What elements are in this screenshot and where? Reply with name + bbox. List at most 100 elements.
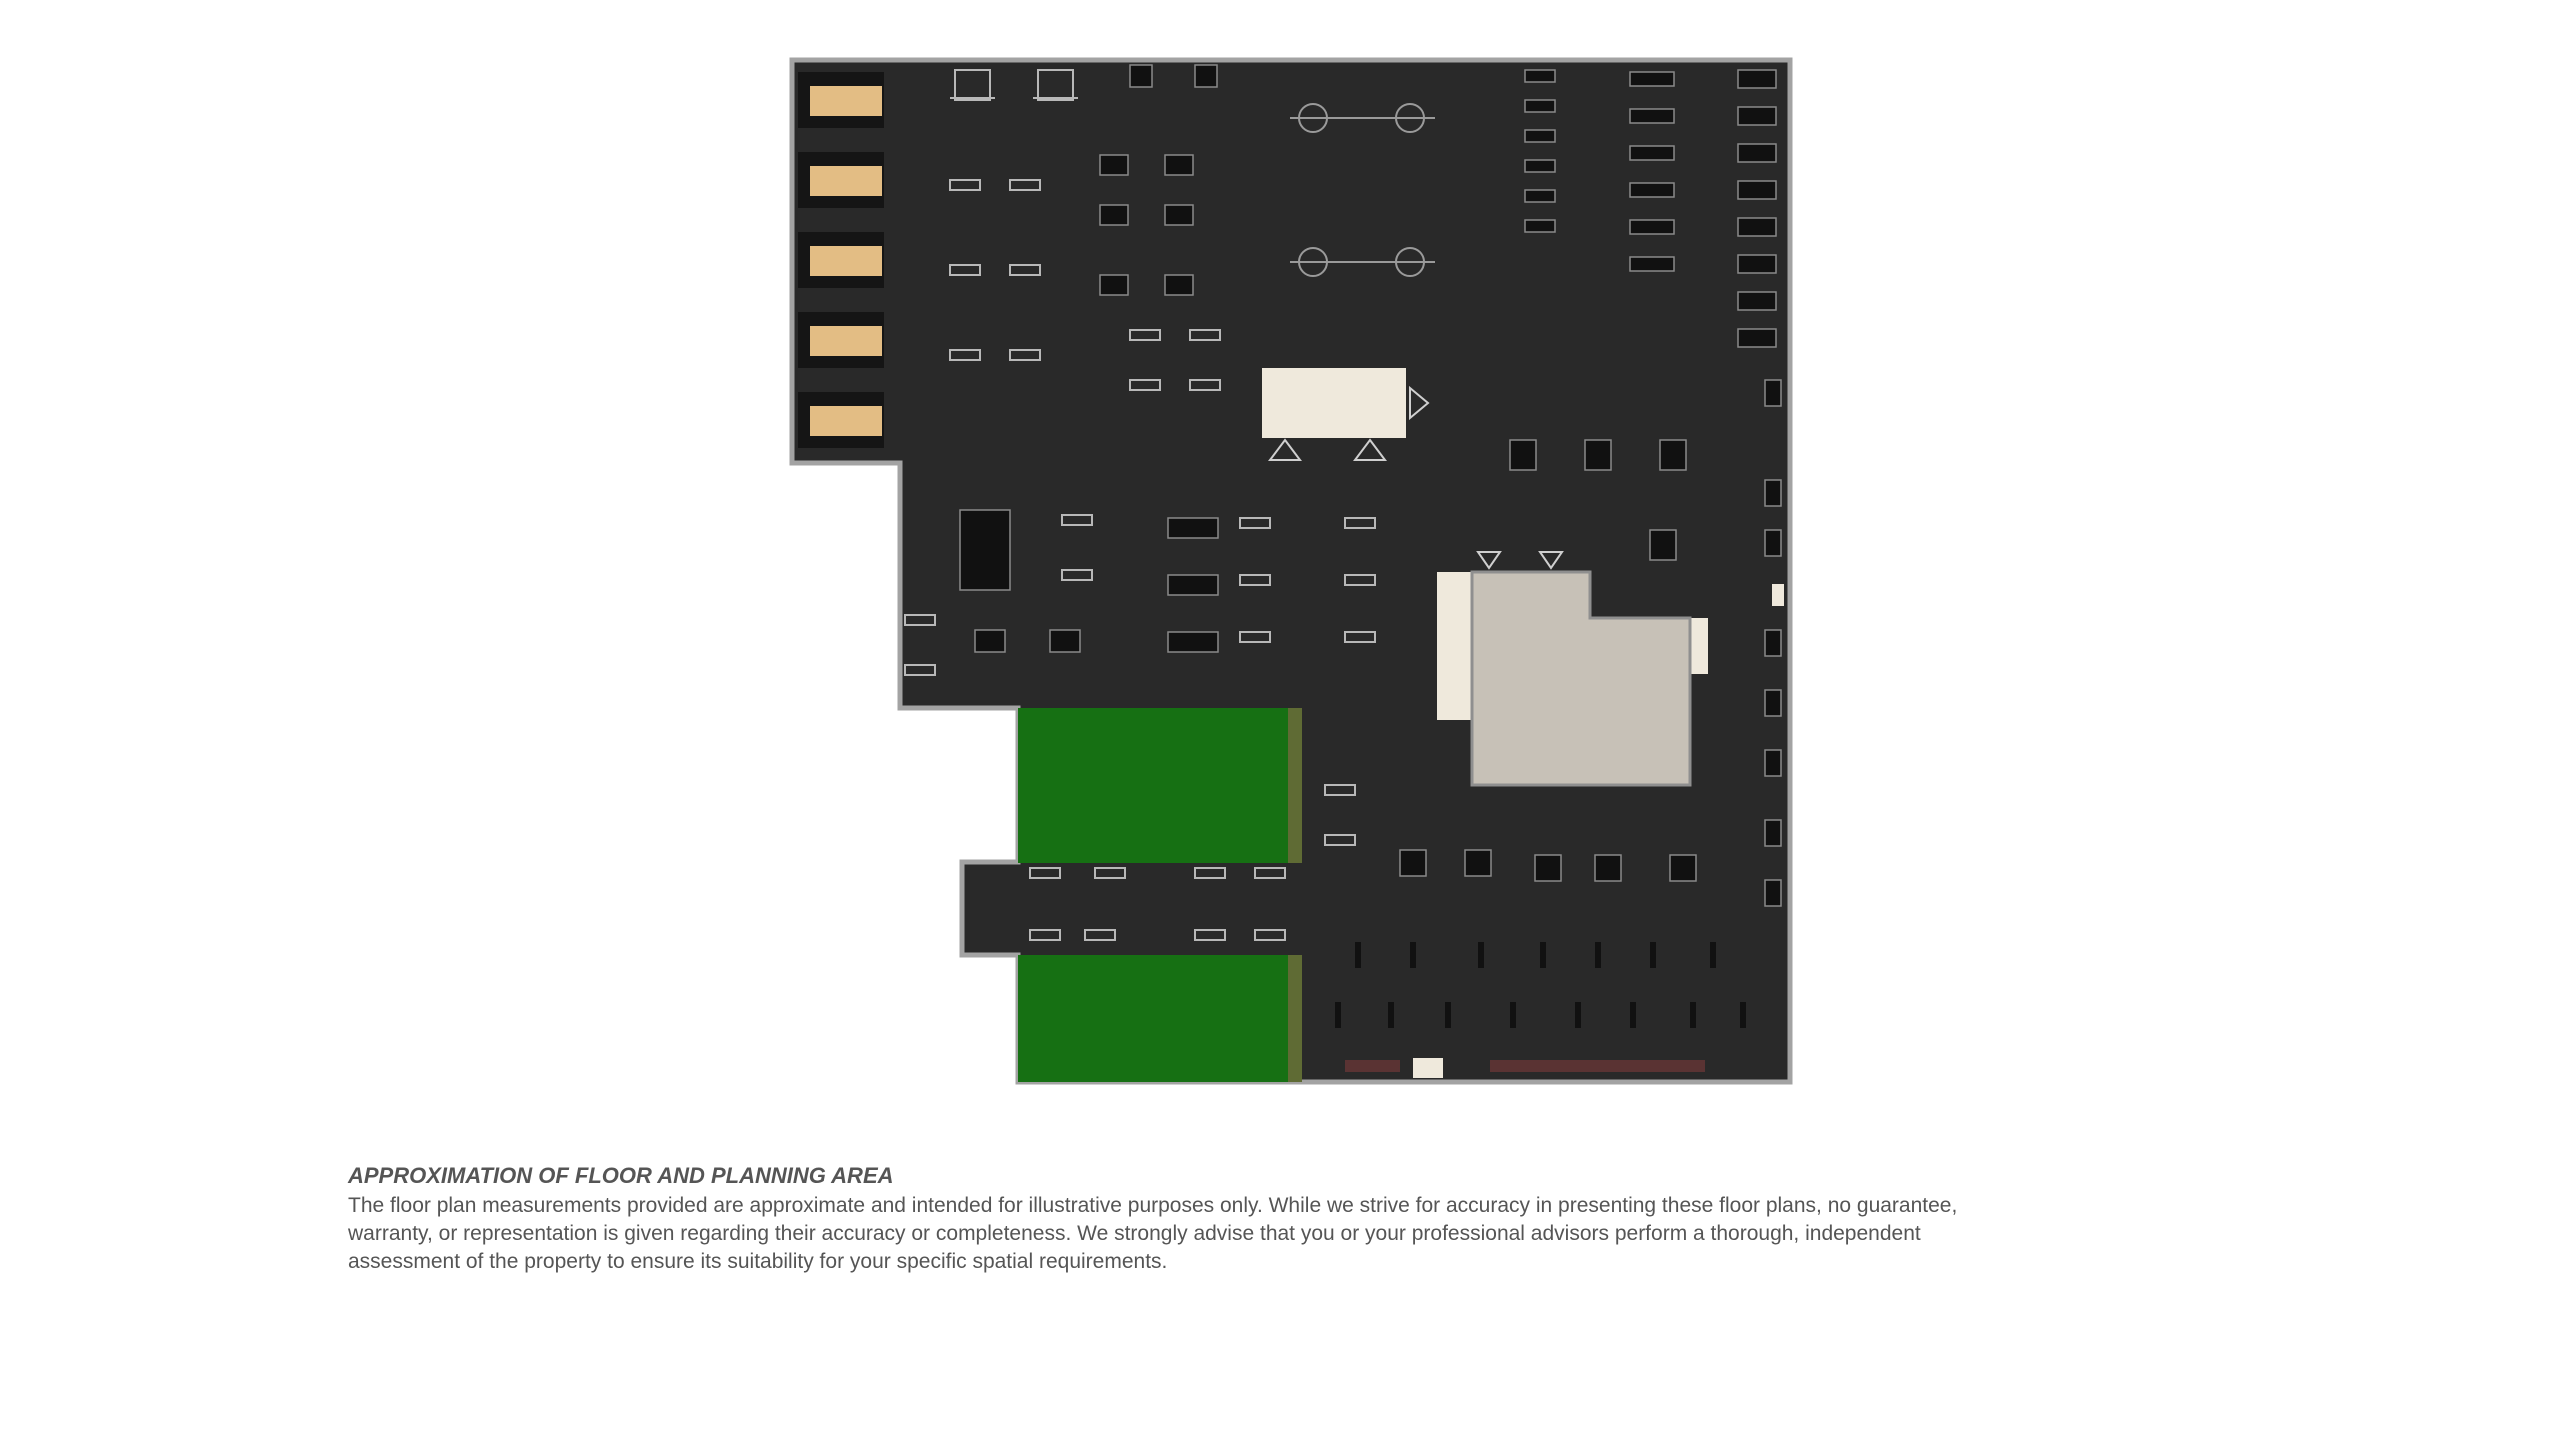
floor-pad: [1772, 584, 1784, 606]
machine-icon: [959, 509, 1011, 591]
bench-icon: [1189, 329, 1221, 341]
platform-icon: [798, 392, 884, 448]
turf-edge-lower: [1288, 955, 1302, 1082]
disclaimer-heading: APPROXIMATION OF FLOOR AND PLANNING AREA: [348, 1163, 894, 1188]
turf-area-upper: [1018, 708, 1288, 863]
machine-icon: [1737, 254, 1777, 274]
disclaimer: APPROXIMATION OF FLOOR AND PLANNING AREA…: [348, 1162, 1968, 1276]
machine-icon: [1167, 517, 1219, 539]
machine-icon: [1629, 256, 1675, 272]
bench-icon: [1324, 784, 1356, 796]
treadmill-icon: [1388, 1002, 1394, 1028]
bench-icon: [1009, 349, 1041, 361]
treadmill-icon: [1690, 1002, 1696, 1028]
bench-icon: [949, 264, 981, 276]
machine-icon: [1629, 219, 1675, 235]
machine-icon: [1764, 379, 1782, 407]
bench-icon: [904, 664, 936, 676]
machine-icon: [1764, 749, 1782, 777]
machine-icon: [1737, 143, 1777, 163]
bench-icon: [1029, 867, 1061, 879]
studio-room: [1470, 570, 1692, 787]
treadmill-icon: [1575, 1002, 1581, 1028]
bench-icon: [1189, 379, 1221, 391]
platform-icon: [798, 312, 884, 368]
machine-icon: [1629, 182, 1675, 198]
bench-icon: [1129, 379, 1161, 391]
turf-edge-upper: [1288, 708, 1302, 863]
machine-icon: [1099, 154, 1129, 176]
machine-icon: [1629, 108, 1675, 124]
machine-icon: [1399, 849, 1427, 877]
platform-icon: [798, 232, 884, 288]
treadmill-icon: [1335, 1002, 1341, 1028]
machine-icon: [1167, 631, 1219, 653]
bench-icon: [1129, 329, 1161, 341]
machine-icon: [1464, 849, 1492, 877]
machine-icon: [1649, 529, 1677, 561]
machine-icon: [1164, 204, 1194, 226]
machine-icon: [1737, 291, 1777, 311]
machine-icon: [1524, 99, 1556, 113]
dumbbell-rack-icon: [1490, 1060, 1705, 1072]
bench-icon: [1254, 929, 1286, 941]
machine-icon: [1524, 159, 1556, 173]
machine-icon: [1164, 274, 1194, 296]
bench-icon: [949, 179, 981, 191]
machine-icon: [1764, 529, 1782, 557]
bench-icon: [1194, 929, 1226, 941]
counter-stool: [1409, 385, 1430, 421]
treadmill-icon: [1510, 1002, 1516, 1028]
machine-icon: [974, 629, 1006, 653]
machine-icon: [1764, 879, 1782, 907]
treadmill-icon: [1595, 942, 1601, 968]
treadmill-icon: [1710, 942, 1716, 968]
machine-icon: [1049, 629, 1081, 653]
machine-icon: [1629, 71, 1675, 87]
treadmill-icon: [1355, 942, 1361, 968]
bench-icon: [1061, 514, 1093, 526]
machine-icon: [1509, 439, 1537, 471]
floor-outline: [789, 57, 1793, 1085]
bench-icon: [1239, 574, 1271, 586]
counter-stool: [1268, 438, 1302, 461]
cable-machine-icon: [1290, 103, 1435, 277]
dumbbell-rack-icon: [1345, 1060, 1400, 1072]
floor-pad: [1413, 1058, 1443, 1078]
machine-icon: [1669, 854, 1697, 882]
bench-icon: [1344, 517, 1376, 529]
platform-icon: [798, 72, 884, 128]
machine-icon: [1764, 479, 1782, 507]
bench-icon: [1029, 929, 1061, 941]
studio-stool: [1476, 551, 1502, 570]
treadmill-icon: [1650, 942, 1656, 968]
machine-icon: [1164, 154, 1194, 176]
machine-icon: [1764, 819, 1782, 847]
bench-icon: [1061, 569, 1093, 581]
counter-stool: [1353, 438, 1387, 461]
machine-icon: [1594, 854, 1622, 882]
bench-icon: [1194, 867, 1226, 879]
machine-icon: [1737, 106, 1777, 126]
machine-icon: [1194, 64, 1218, 88]
platform-icon: [798, 152, 884, 208]
bench-icon: [1239, 517, 1271, 529]
machine-icon: [1534, 854, 1562, 882]
studio-bench: [1690, 618, 1708, 674]
bench-icon: [1254, 867, 1286, 879]
machine-icon: [1659, 439, 1687, 471]
machine-icon: [1737, 180, 1777, 200]
reception-counter: [1262, 368, 1406, 438]
treadmill-icon: [1540, 942, 1546, 968]
treadmill-icon: [1630, 1002, 1636, 1028]
machine-icon: [1524, 129, 1556, 143]
machine-icon: [1524, 189, 1556, 203]
bench-icon: [949, 349, 981, 361]
machine-icon: [1524, 69, 1556, 83]
bench-icon: [904, 614, 936, 626]
machine-icon: [1737, 328, 1777, 348]
treadmill-icon: [1478, 942, 1484, 968]
treadmill-icon: [1445, 1002, 1451, 1028]
turf-area-lower: [1018, 955, 1288, 1082]
bench-icon: [1084, 929, 1116, 941]
